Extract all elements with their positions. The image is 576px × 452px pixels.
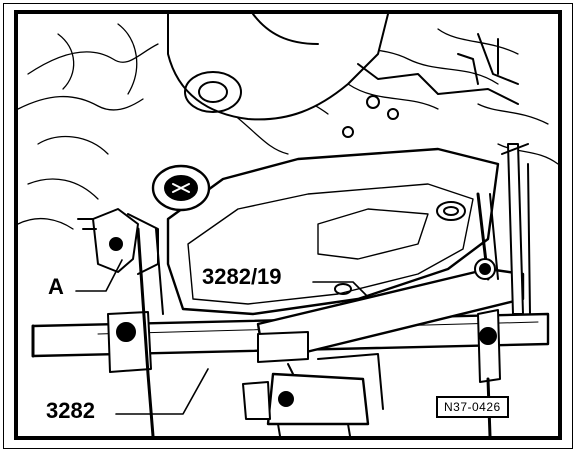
right-spindle (477, 309, 501, 436)
callout-3282: 3282 (44, 398, 97, 423)
callout-a: A (46, 274, 66, 299)
figure-panel: A 3282/19 3282 N37-0426 (14, 10, 562, 440)
drain-plug (151, 164, 211, 212)
upper-right-bolts (342, 33, 519, 138)
component-a-bracket (77, 208, 159, 275)
lower-jack-assembly (242, 331, 384, 436)
figure-frame: A 3282/19 3282 N37-0426 (3, 3, 573, 449)
adapter-3282-19 (256, 143, 531, 356)
callout-3282-19: 3282/19 (200, 264, 284, 289)
transmission-illustration (18, 14, 558, 436)
upper-housing (167, 14, 389, 121)
figure-reference: N37-0426 (436, 396, 509, 418)
callout-leaders (75, 259, 369, 415)
bar-clamp-left (107, 227, 164, 436)
